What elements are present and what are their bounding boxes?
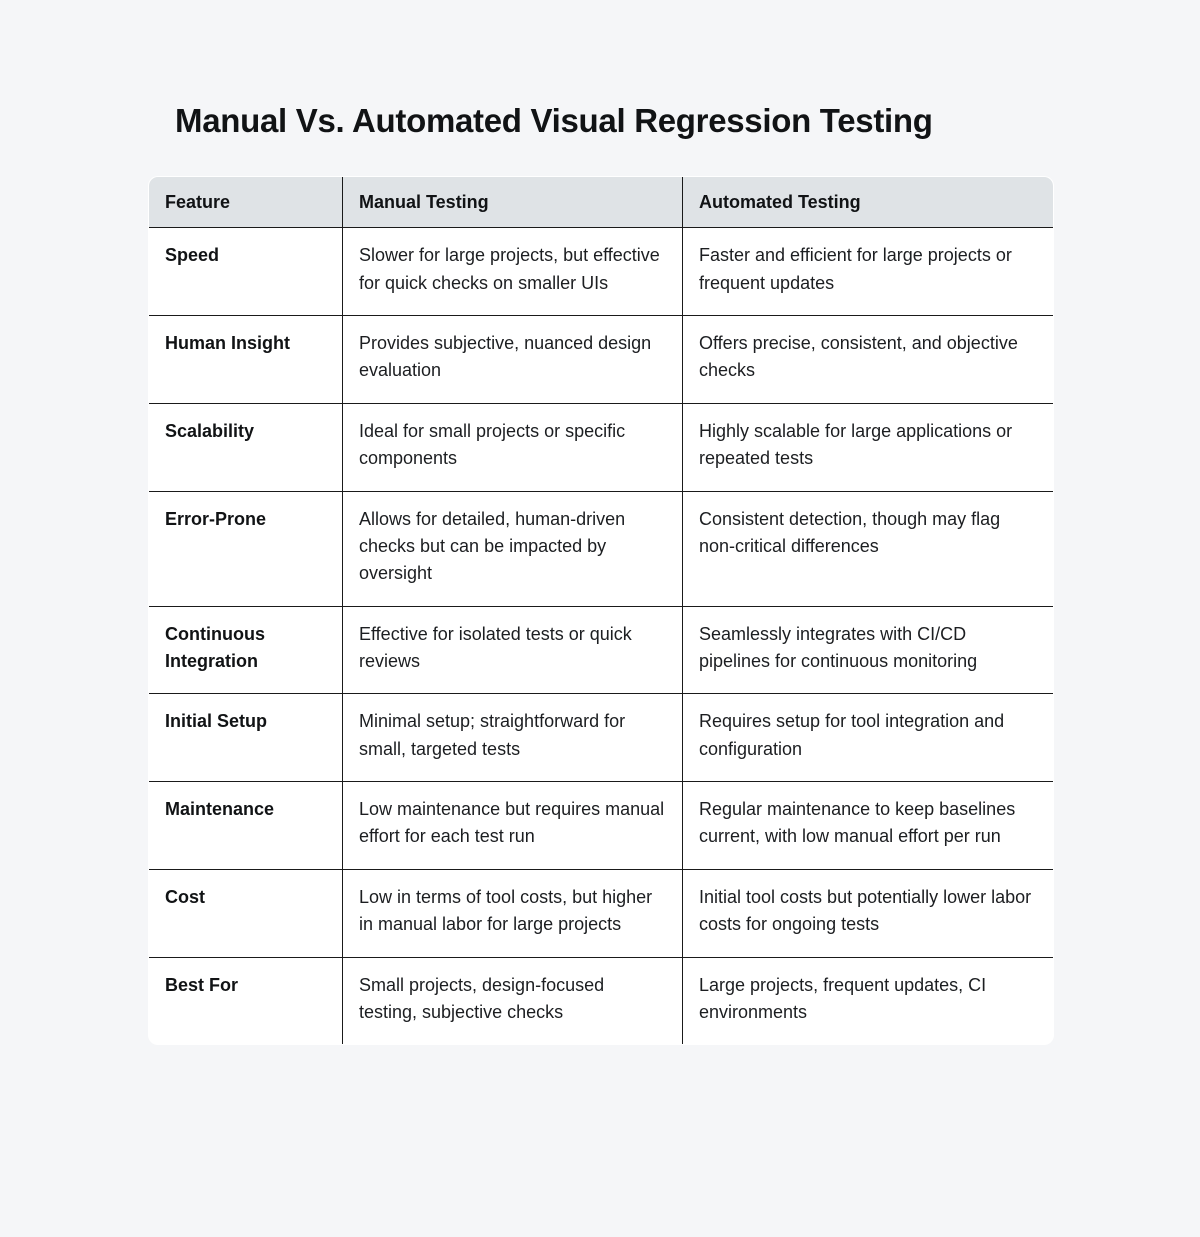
cell-feature: Human Insight xyxy=(149,315,343,404)
cell-automated-testing: Initial tool costs but potentially lower… xyxy=(682,868,1053,957)
cell-automated-testing: Highly scalable for large applications o… xyxy=(682,402,1053,492)
column-header-automated-testing: Automated Testing xyxy=(682,177,1053,229)
table-header: Feature Manual Testing Automated Testing xyxy=(149,177,1053,229)
cell-automated-testing: Faster and efficient for large projects … xyxy=(682,227,1053,316)
cell-feature: Scalability xyxy=(149,402,343,492)
comparison-table-container: Feature Manual Testing Automated Testing… xyxy=(148,176,1054,1046)
cell-feature: Speed xyxy=(165,245,220,266)
cell-manual-testing: Low maintenance but requires manual effo… xyxy=(342,781,683,870)
cell-feature: Best For xyxy=(149,956,343,1045)
cell-automated-testing: Seamlessly integrates with CI/CD pipelin… xyxy=(682,605,1053,694)
cell-feature: Continuous Integration xyxy=(149,605,343,694)
cell-manual-testing: Minimal setup; straightforward for small… xyxy=(342,693,683,782)
column-header-feature: Feature xyxy=(149,177,343,229)
cell-manual-testing: Low in terms of tool costs, but higher i… xyxy=(342,868,683,957)
cell-feature: Error-Prone xyxy=(149,490,343,607)
table-body: Speed Slower for large projects, but effe… xyxy=(149,227,1053,1045)
cell-manual-testing: Small projects, design-focused testing, … xyxy=(342,956,683,1045)
cell-feature: Cost xyxy=(149,868,343,957)
page-title: Manual Vs. Automated Visual Regression T… xyxy=(175,102,933,140)
cell-feature: Maintenance xyxy=(149,781,343,870)
table-row: Speed Slower for large projects, but effe… xyxy=(149,227,1053,316)
cell-automated-testing: Large projects, frequent updates, CI env… xyxy=(682,956,1053,1045)
cell-manual-testing: Slower for large projects, but effective… xyxy=(342,227,683,316)
cell-manual-testing: Ideal for small projects or specific com… xyxy=(342,402,683,492)
cell-manual-testing: Allows for detailed, human-driven checks… xyxy=(342,490,683,607)
table-header-row: Feature Manual Testing Automated Testing xyxy=(149,177,1053,229)
cell-manual-testing: Effective for isolated tests or quick re… xyxy=(342,605,683,694)
cell-automated-testing: Consistent detection, though may flag no… xyxy=(682,490,1053,607)
cell-automated-testing: Offers precise, consistent, and objectiv… xyxy=(682,315,1053,404)
column-header-manual-testing: Manual Testing xyxy=(342,177,683,229)
cell-automated-testing: Regular maintenance to keep baselines cu… xyxy=(682,781,1053,870)
cell-feature: Initial Setup xyxy=(149,693,343,782)
cell-automated-testing: Requires setup for tool integration and … xyxy=(682,693,1053,782)
comparison-table: Feature Manual Testing Automated Testing… xyxy=(148,176,1054,1046)
cell-manual-testing: Provides subjective, nuanced design eval… xyxy=(342,315,683,404)
